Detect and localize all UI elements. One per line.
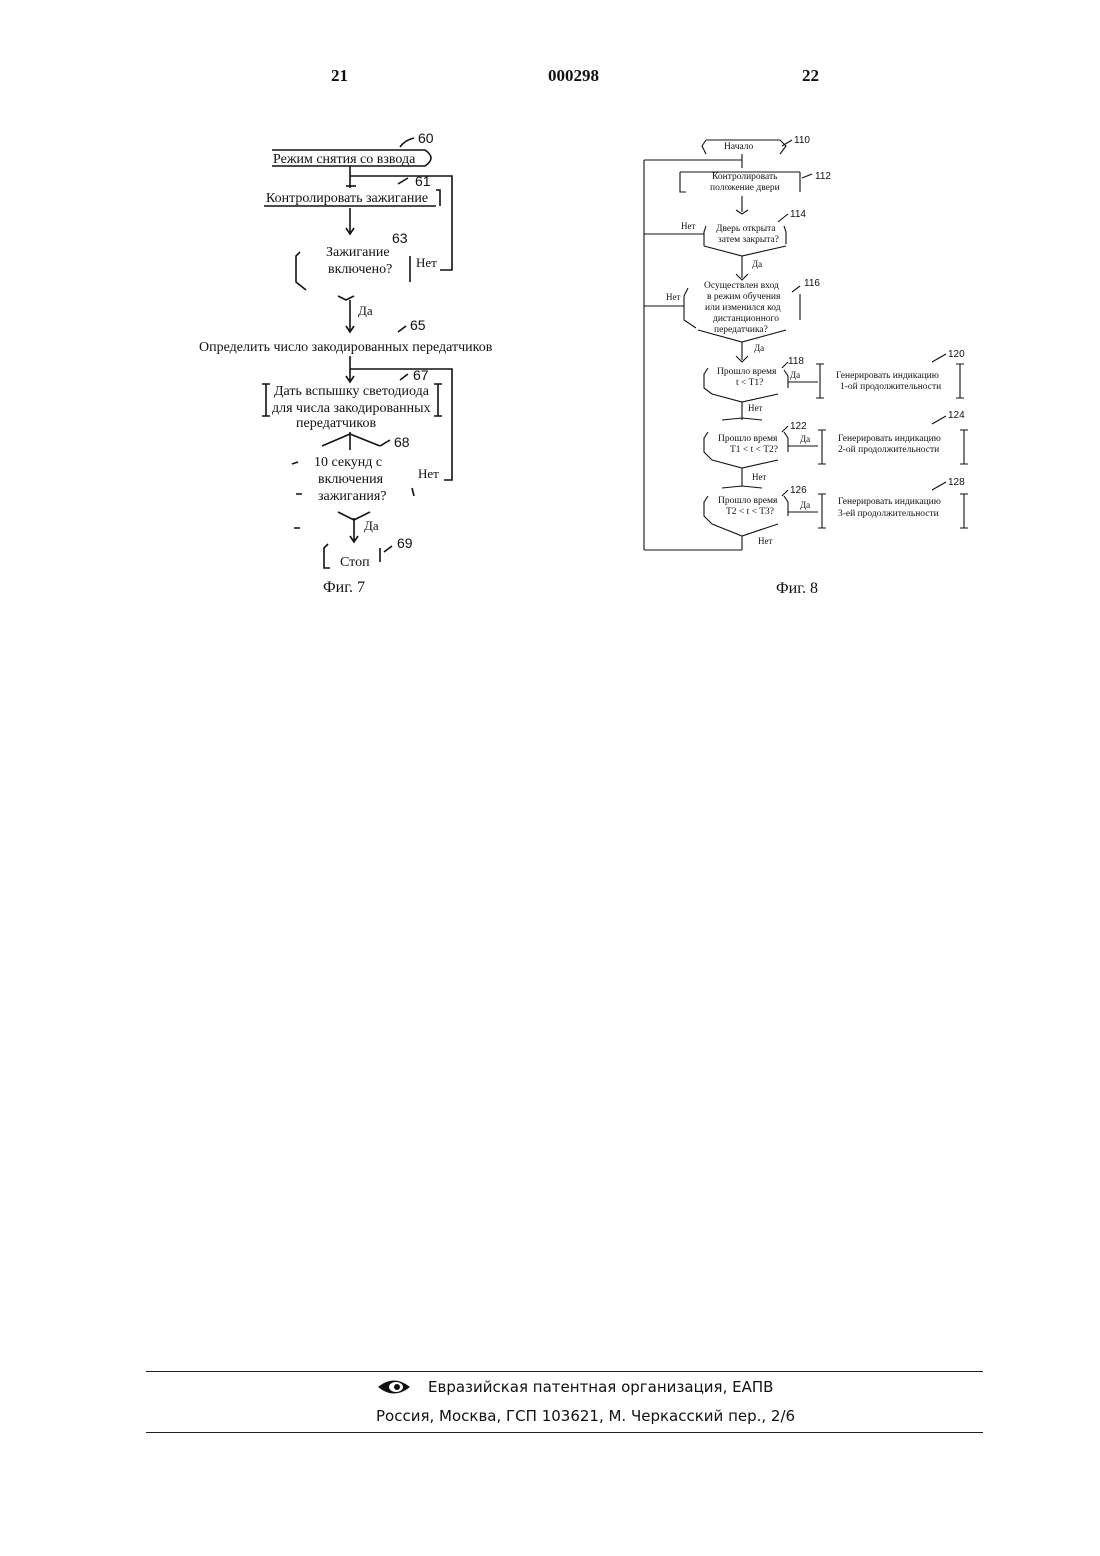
- footer-rule-top: [146, 1371, 983, 1372]
- fig7-ref-61: 61: [415, 173, 431, 189]
- fig7-flash-line1: Дать вспышку светодиода: [274, 384, 430, 399]
- footer-address: Россия, Москва, ГСП 103621, М. Черкасски…: [376, 1407, 795, 1425]
- fig7-monitor-label: Контролировать зажигание: [266, 191, 428, 206]
- fig7-ref-69: 69: [397, 535, 413, 551]
- fig7-decision2-line2: включения: [318, 472, 384, 487]
- fig7-leader-60: [400, 138, 414, 147]
- fig7-ref-60: 60: [418, 130, 434, 146]
- fig7-flash-line3: передатчиков: [296, 416, 376, 431]
- fig7-decision2-yes: Да: [364, 518, 379, 533]
- fig7-decision1-line2: включено?: [328, 262, 392, 277]
- fig7-decision1-no: Нет: [416, 255, 437, 270]
- fig7-start-label: Режим снятия со взвода: [273, 152, 416, 167]
- fig7-determine-label: Определить число закодированных передатч…: [199, 340, 493, 355]
- fig7-ref-65: 65: [410, 317, 426, 333]
- fig7-decision2-line3: зажигания?: [318, 489, 387, 504]
- fig7-decision2-line1: 10 секунд с: [314, 455, 382, 470]
- fig7-ref-67: 67: [413, 367, 429, 383]
- fig7-decision1-yes: Да: [358, 303, 373, 318]
- fig7-flash-line2: для числа закодированных: [272, 401, 431, 416]
- fig7-caption: Фиг. 7: [323, 579, 365, 596]
- fig7-ref-68: 68: [394, 434, 410, 450]
- fig7-decision1-line1: Зажигание: [326, 245, 390, 260]
- eapo-logo-icon: [376, 1376, 412, 1398]
- footer-rule-bottom: [146, 1432, 983, 1433]
- fig7-decision2-no: Нет: [418, 466, 439, 481]
- footer-organization: Евразийская патентная организация, ЕАПВ: [428, 1378, 773, 1396]
- fig7-stop-label: Стоп: [340, 555, 370, 570]
- fig7-ref-63: 63: [392, 230, 408, 246]
- fig7-decision1-left: [296, 252, 306, 290]
